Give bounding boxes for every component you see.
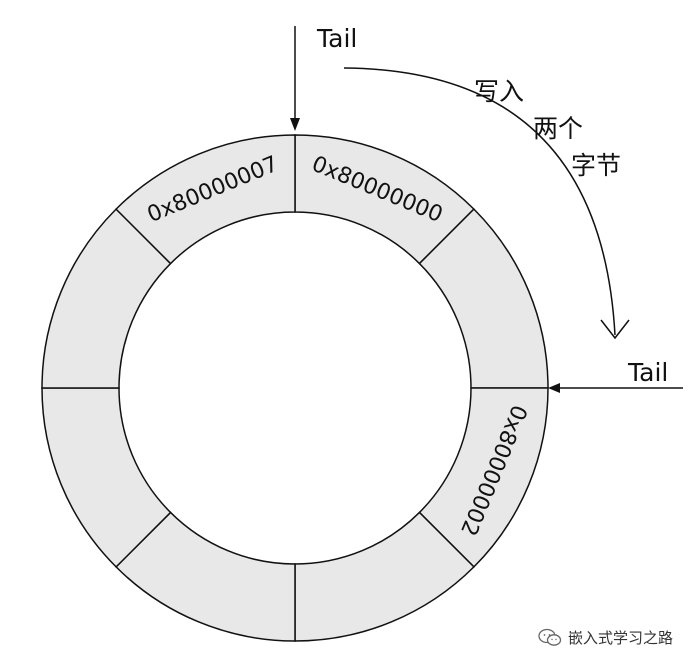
tail-right-arrowhead	[548, 383, 560, 393]
tail-right-label: Tail	[627, 358, 668, 387]
write-caption-line-1: 写入	[474, 77, 524, 106]
watermark-text: 嵌入式学习之路	[567, 629, 673, 647]
write-caption-line-2: 两个	[533, 114, 583, 143]
watermark: 嵌入式学习之路	[538, 627, 673, 648]
write-caption-line-3: 字节	[571, 151, 621, 180]
tail-top-label: Tail	[316, 24, 357, 53]
write-direction-arrow	[343, 67, 616, 336]
tail-top-arrowhead	[290, 118, 300, 131]
buffer-slot-7	[115, 134, 296, 265]
wechat-icon	[538, 628, 562, 646]
write-direction-arrowhead	[600, 319, 630, 340]
